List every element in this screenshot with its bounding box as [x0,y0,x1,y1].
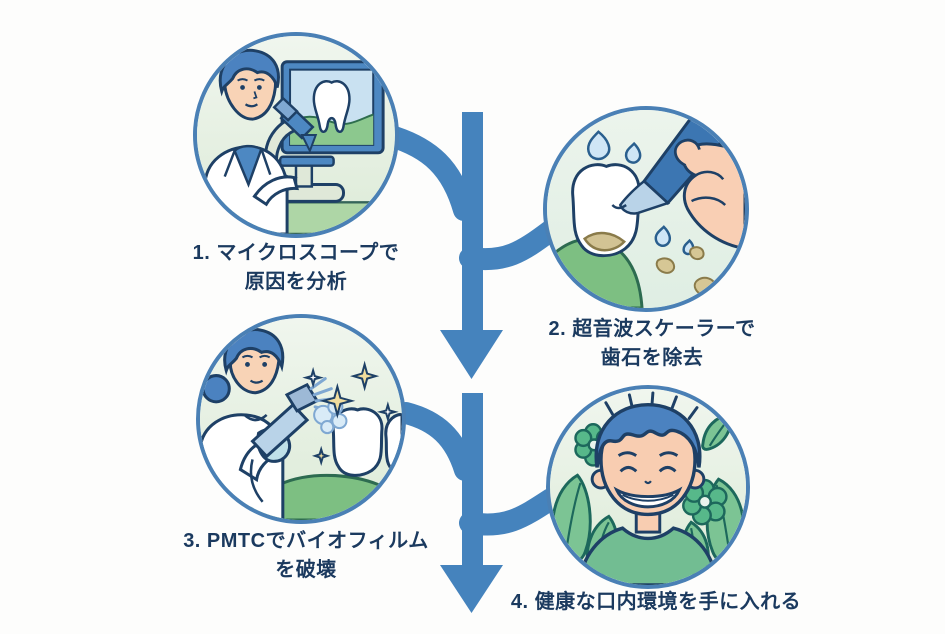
tooth-on-screen-icon [312,80,351,134]
step-circle-2 [543,106,749,312]
flow-segment-1 [462,112,483,334]
monitor-icon [280,60,385,155]
step-1-caption-line-1: 1. マイクロスコープで [192,242,400,264]
step-circle-4 [546,385,750,589]
sparkle-icons [302,360,399,466]
step-2-caption-line-2: 歯石を除去 [600,347,704,369]
smiling-mouth [613,486,683,509]
hygienist-hair [223,328,285,376]
step-4-caption: 4. 健康な口内環境を手に入れる [466,588,846,617]
flow-segment-2 [462,393,483,569]
step-4-caption-line-1: 4. 健康な口内環境を手に入れる [510,591,802,613]
step-1-caption-line-2: 原因を分析 [244,271,348,293]
dentist-hair [218,48,280,97]
step-2-caption-line-1: 2. 超音波スケーラーで [548,318,756,340]
tartar-deposit [582,231,627,252]
flow-branch-from-step3 [395,402,476,481]
step-circle-3 [196,314,406,524]
water-droplets [586,130,695,256]
step-1-caption: 1. マイクロスコープで 原因を分析 [146,239,446,297]
man-hair [594,402,702,468]
hair-bun [201,374,231,404]
shirt [577,526,719,585]
tool-cord [249,459,264,503]
step-circle-1 [193,32,399,238]
brush-bristles [309,377,335,413]
hand-icon [674,138,745,251]
flow-arrowhead-1 [440,330,503,379]
ultrasonic-scaler-illustration [547,110,745,308]
step-2-caption: 2. 超音波スケーラーで 歯石を除去 [502,315,802,373]
step-3-caption-line-1: 3. PMTCでバイオフィルム [183,530,429,552]
flow-branch-from-step1 [380,125,475,221]
tooth-icon [571,163,641,258]
happy-eyes [619,465,677,473]
tartar-crumbs [655,246,717,297]
healthy-smile-illustration [550,389,746,585]
pmtc-polishing-illustration [200,318,402,520]
microscope-analysis-illustration [197,36,395,234]
flow-arrowhead-2 [440,565,503,613]
step-3-caption: 3. PMTCでバイオフィルム を破壊 [146,527,466,585]
step-3-caption-line-2: を破壊 [275,559,337,581]
smiling-man-figure [577,402,719,585]
